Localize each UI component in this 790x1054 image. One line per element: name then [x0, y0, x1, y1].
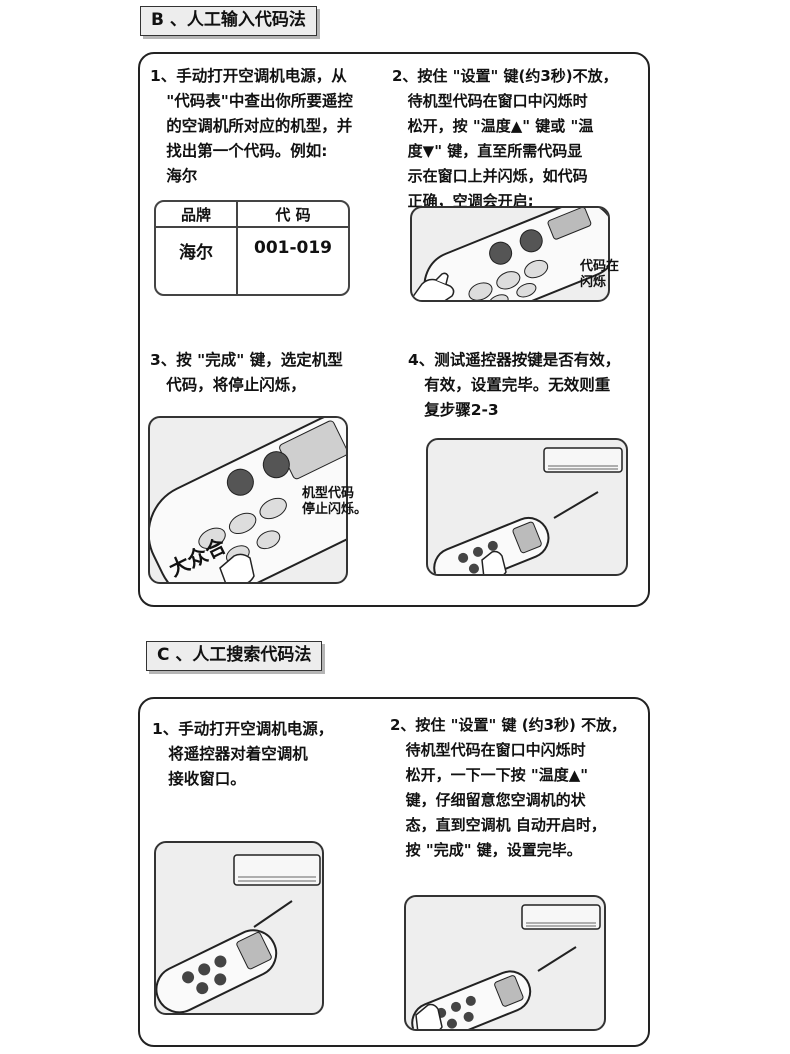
pointing-hand-icon [415, 1003, 443, 1029]
section-b-panel: 1、手动打开空调机电源，从 "代码表"中查出你所要遥控 的空调机所对应的机型，并… [138, 52, 650, 607]
callout-code-stop-flashing: 机型代码 停止闪烁。 [302, 486, 368, 517]
illustration-press-done: 大众合 [148, 416, 348, 584]
remote-control-icon [156, 929, 278, 1013]
step-b2: 2、按住 "设置" 键(约3秒)不放， 待机型代码在窗口中闪烁时 松开，按 "温… [392, 67, 618, 210]
illustration-test-remote [426, 438, 628, 576]
pointing-hand-icon [412, 272, 455, 300]
section-c-panel: 1、手动打开空调机电源， 将遥控器对着空调机 接收窗口。 2、按住 "设置" 键… [138, 697, 650, 1047]
section-b-label: B 、人工输入代码法 [140, 6, 317, 36]
table-header-brand: 品牌 [156, 202, 238, 228]
illustration-search-code [404, 895, 606, 1031]
air-conditioner-icon [521, 904, 601, 972]
step-b3: 3、按 "完成" 键，选定机型 代码，将停止闪烁， [150, 351, 343, 394]
step-c2: 2、按住 "设置" 键 (约3秒) 不放， 待机型代码在窗口中闪烁时 松开，一下… [390, 716, 627, 859]
table-cell-code: 001-019 [253, 238, 333, 258]
callout-code-flashing: 代码在 闪烁 [580, 259, 620, 290]
pointing-hand-icon [219, 553, 255, 582]
illustration-hold-setting [410, 206, 610, 302]
section-c-label: C 、人工搜索代码法 [146, 641, 323, 671]
step-c1: 1、手动打开空调机电源， 将遥控器对着空调机 接收窗口。 [152, 720, 334, 788]
air-conditioner-icon [233, 854, 321, 928]
pointing-hand-icon [481, 550, 507, 574]
illustration-aim-remote [154, 841, 324, 1015]
air-conditioner-icon [543, 447, 623, 519]
remote-control-icon: 大众合 [150, 418, 346, 582]
step-b4: 4、测试遥控器按键是否有效， 有效，设置完毕。无效则重 复步骤2-3 [408, 351, 621, 419]
table-cell-brand: 海尔 [156, 228, 238, 294]
remote-control-icon [423, 208, 608, 300]
code-table: 品牌 代 码 海尔 001-019 [154, 200, 350, 296]
table-header-code: 代 码 [238, 202, 348, 228]
step-b1: 1、手动打开空调机电源，从 "代码表"中查出你所要遥控 的空调机所对应的机型，并… [150, 67, 353, 185]
